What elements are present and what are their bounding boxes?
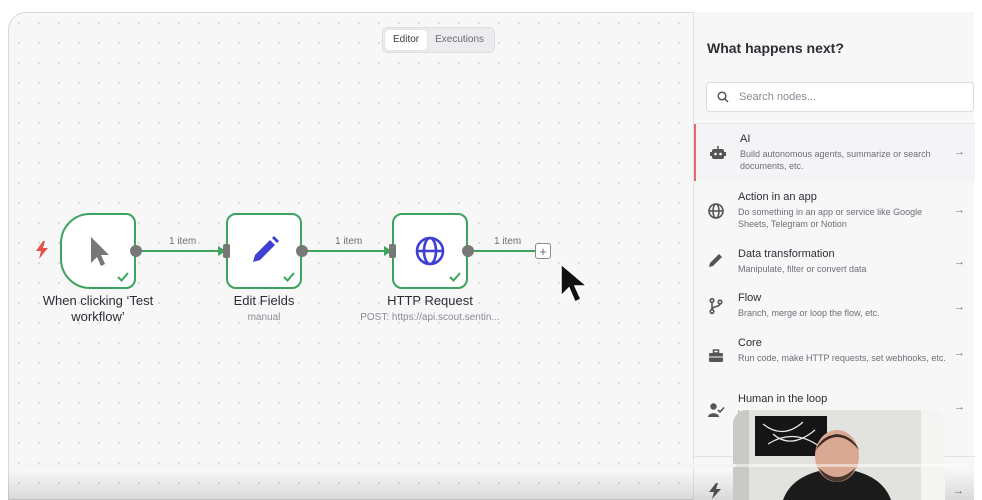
category-desc: Run code, make HTTP requests, set webhoo… (738, 353, 946, 363)
tab-editor[interactable]: Editor (385, 30, 428, 50)
category-data-transformation[interactable]: Data transformation Manipulate, filter o… (694, 238, 975, 283)
category-name: Action in an app (738, 191, 817, 203)
category-ai[interactable]: AI Build autonomous agents, summarize or… (694, 124, 975, 181)
pointer-icon (91, 237, 109, 266)
node-edit-fields[interactable] (226, 213, 302, 289)
category-name: Human in the loop (738, 393, 828, 405)
arrow-right-icon: → (954, 301, 965, 313)
search-input[interactable]: Search nodes... (706, 82, 974, 112)
category-name: AI (740, 133, 751, 145)
video-progress-bar[interactable] (22, 464, 962, 467)
output-port[interactable] (296, 245, 308, 257)
search-placeholder: Search nodes... (739, 91, 817, 103)
video-progress-fill (22, 464, 737, 467)
workflow-connections (140, 246, 535, 256)
output-port[interactable] (130, 245, 142, 257)
category-list: AI Build autonomous agents, summarize or… (694, 123, 975, 435)
success-check-icon (117, 272, 129, 282)
globe-icon (415, 236, 445, 266)
panel-title: What happens next? (707, 40, 844, 56)
category-desc: Do something in an app or service like G… (738, 207, 923, 229)
tab-executions[interactable]: Executions (435, 34, 485, 45)
arrow-right-icon: → (954, 347, 965, 359)
node-subtitle-edit-fields: manual (247, 312, 281, 323)
category-name: Core (738, 337, 762, 349)
category-name: Flow (738, 292, 762, 304)
arrow-right-icon: → (954, 401, 965, 413)
edge-label: 1 item (335, 236, 363, 247)
branch-icon (709, 297, 723, 315)
node-title-edit-fields: Edit Fields (233, 293, 295, 308)
trigger-bolt-icon (36, 241, 48, 259)
node-http-request[interactable] (392, 213, 468, 289)
add-node-button[interactable]: + (535, 243, 551, 259)
category-action-in-app[interactable]: Action in an app Do something in an app … (694, 181, 975, 238)
search-icon (717, 91, 729, 103)
arrow-right-icon: → (954, 204, 965, 216)
category-desc: Build autonomous agents, summarize or se… (740, 149, 931, 171)
output-port[interactable] (462, 245, 474, 257)
pen-icon (709, 254, 722, 267)
trigger-bolt-icon (709, 483, 721, 499)
editor-executions-toggle: Editor Executions (382, 27, 496, 53)
node-subtitle-http-request: POST: https://api.scout.sentin... (360, 312, 500, 323)
arrow-right-icon: → (953, 485, 964, 497)
input-port[interactable] (389, 244, 396, 258)
edge-label: 1 item (494, 236, 522, 247)
edge-label: 1 item (169, 236, 197, 247)
arrow-right-icon: → (954, 256, 965, 268)
success-check-icon (283, 272, 295, 282)
pencil-icon (253, 236, 279, 262)
globe-icon (708, 203, 724, 219)
user-check-icon (708, 403, 725, 417)
mouse-cursor-icon (560, 262, 590, 304)
input-port[interactable] (223, 244, 230, 258)
category-desc: Manipulate, filter or convert data (738, 264, 867, 274)
category-desc: Branch, merge or loop the flow, etc. (738, 308, 880, 318)
robot-icon (710, 146, 726, 159)
success-check-icon (449, 272, 461, 282)
toolbox-icon (709, 349, 723, 362)
presenter-video (733, 410, 945, 500)
node-manual-trigger[interactable] (60, 213, 136, 289)
arrow-right-icon: → (954, 146, 965, 158)
category-core[interactable]: Core Run code, make HTTP requests, set w… (694, 329, 975, 385)
node-title-trigger: When clicking ‘Test workflow’ (42, 293, 154, 324)
node-title-http-request: HTTP Request (387, 293, 473, 308)
webcam-overlay (733, 410, 945, 500)
category-name: Data transformation (738, 248, 835, 260)
category-flow[interactable]: Flow Branch, merge or loop the flow, etc… (694, 283, 975, 329)
